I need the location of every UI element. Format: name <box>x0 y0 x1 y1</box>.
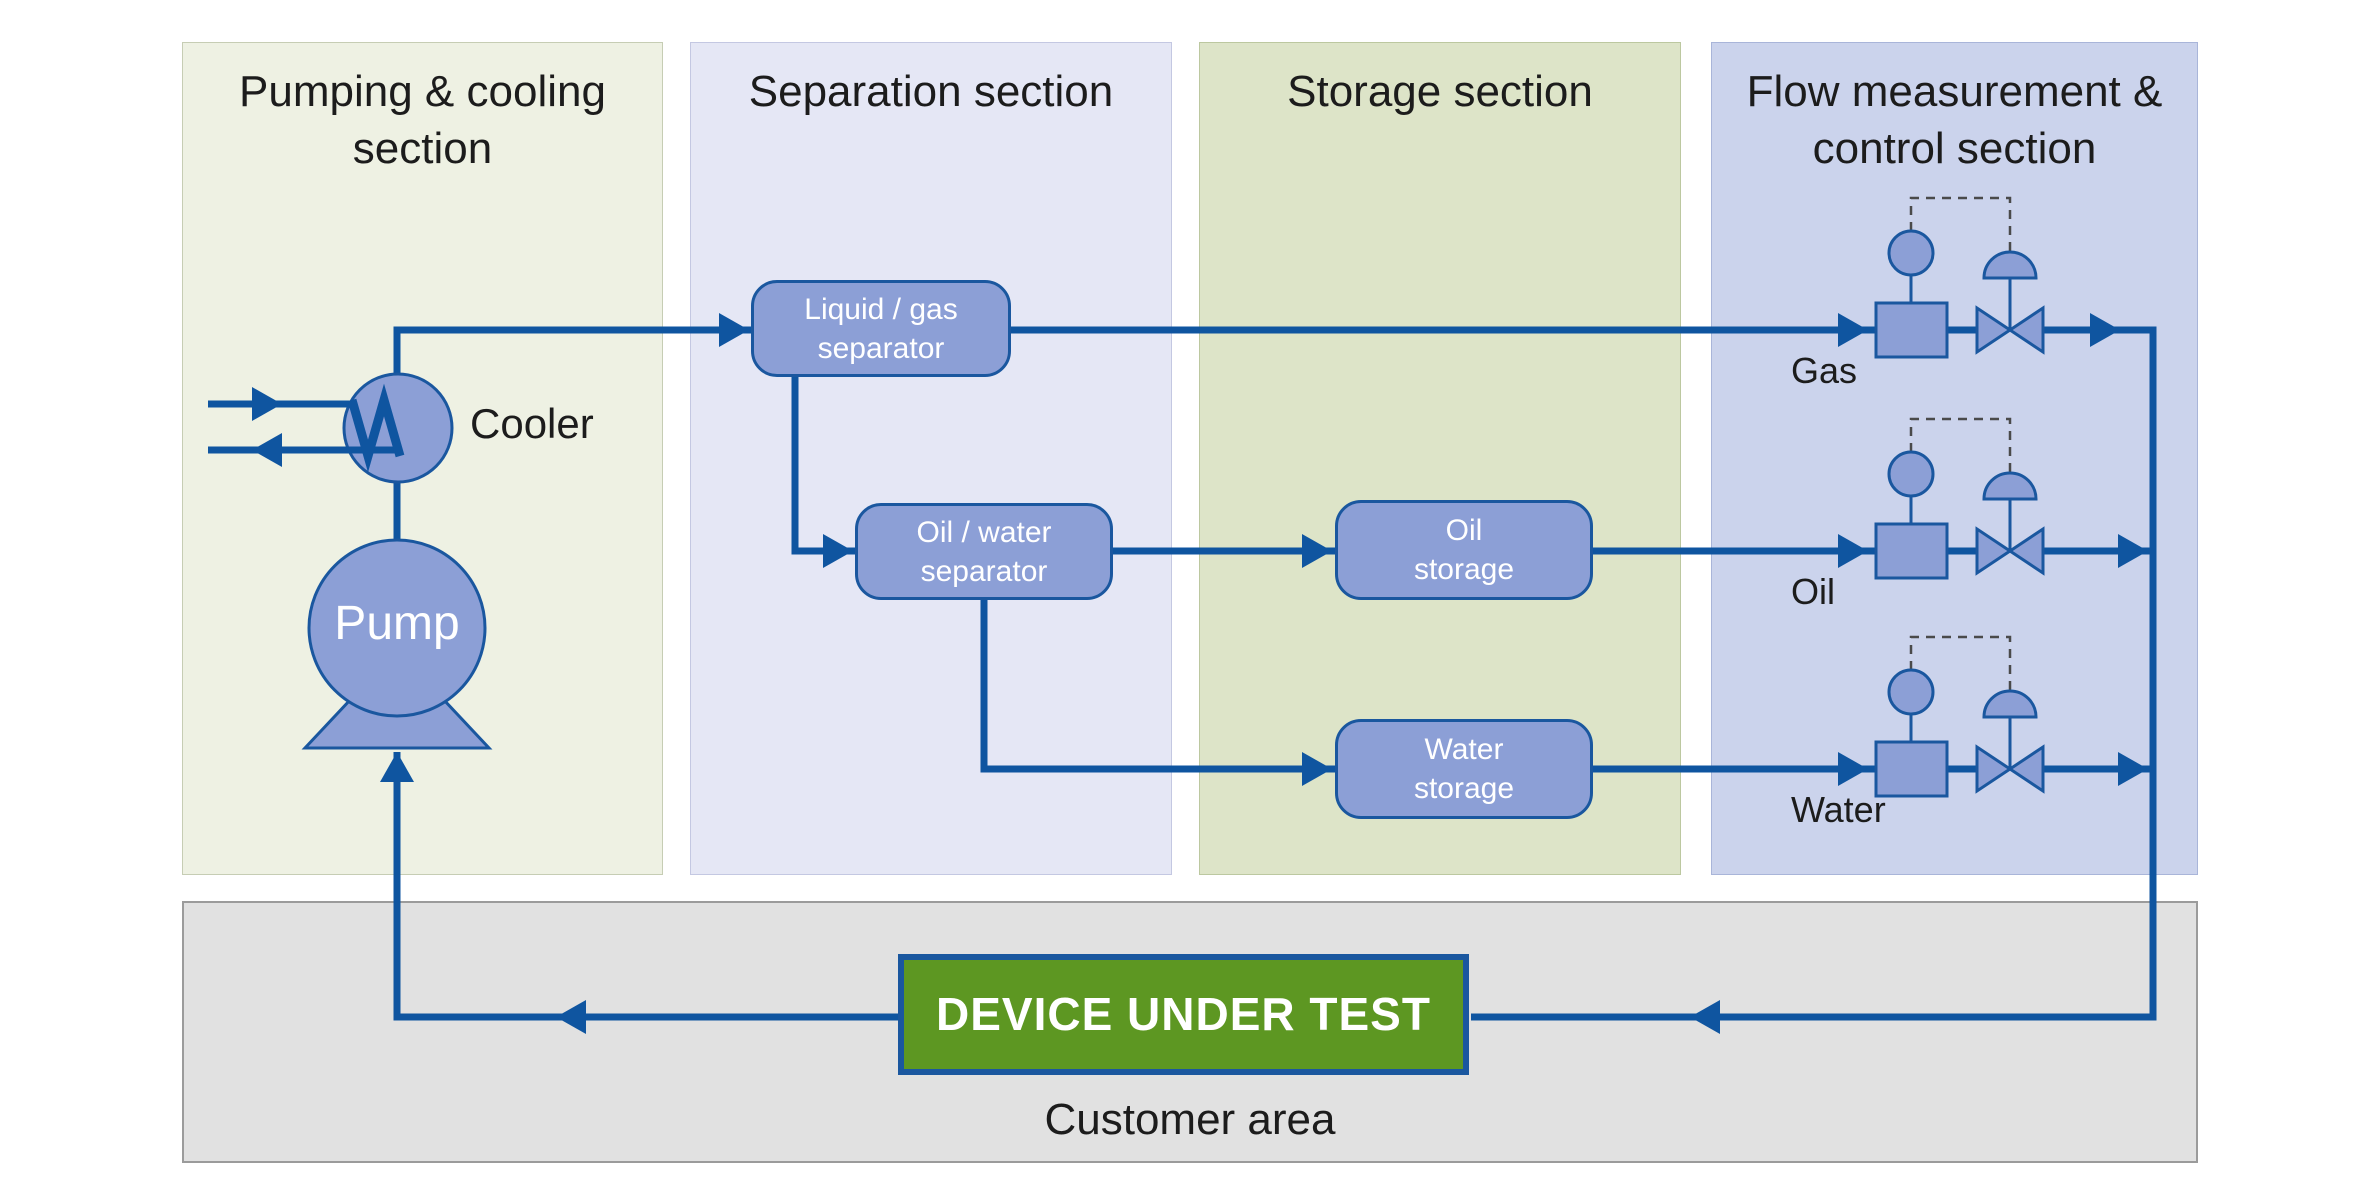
flow-arrows <box>252 313 2148 1034</box>
flow-arrow <box>2118 752 2148 786</box>
pipe-dut-return-to-pump <box>393 752 898 1021</box>
stream-label-gas: Gas <box>1791 350 1858 391</box>
flow-arrow <box>1690 1000 1720 1034</box>
cooler-coil-icon <box>347 383 405 473</box>
node-oil-storage: Oil storage <box>1335 500 1593 600</box>
section-title-pumping: Pumping & cooling section <box>183 63 662 177</box>
flow-arrow <box>252 387 282 421</box>
pump-label: Pump <box>334 597 460 650</box>
section-title-pumping-text: Pumping & cooling section <box>239 67 606 174</box>
node-label: DEVICE UNDER TEST <box>936 987 1431 1040</box>
node-device-under-test: DEVICE UNDER TEST <box>898 954 1469 1075</box>
stream-label-water: Water <box>1791 789 1886 830</box>
process-pipes <box>393 326 2157 1021</box>
pump-body <box>307 538 487 718</box>
flow-arrow <box>1838 752 1868 786</box>
flow-arrow <box>556 1000 586 1034</box>
pipe-sep1-to-sep2 <box>791 377 855 555</box>
pipe-pump-to-separator <box>393 326 751 640</box>
flow-arrow <box>823 534 853 568</box>
node-label: Water storage <box>1413 733 1515 805</box>
pipe-gas-to-collector <box>1471 326 2157 1021</box>
section-title-flow: Flow measurement & control section <box>1712 63 2197 177</box>
flow-arrow <box>719 313 749 347</box>
node-oil-water-separator: Oil / water separator <box>855 503 1113 600</box>
section-title-separation-text: Separation section <box>748 67 1114 116</box>
flow-arrow <box>252 433 282 467</box>
stream-label-oil: Oil <box>1791 571 1835 612</box>
section-title-storage-text: Storage section <box>1287 67 1593 116</box>
flow-arrow <box>1838 534 1868 568</box>
flow-arrow <box>1302 534 1332 568</box>
node-label: Oil storage <box>1413 514 1515 586</box>
node-liquid-gas-separator: Liquid / gas separator <box>751 280 1011 377</box>
flow-arrow <box>2118 534 2148 568</box>
pipe-sep2-to-water-storage <box>980 600 1335 773</box>
section-flow-measurement: Flow measurement & control section <box>1711 42 2198 875</box>
section-title-separation: Separation section <box>691 63 1171 120</box>
section-separation: Separation section <box>690 42 1172 875</box>
pump-icon <box>301 538 493 750</box>
cooler-icon <box>208 372 454 484</box>
flow-arrow <box>1302 752 1332 786</box>
node-label: Oil / water separator <box>916 515 1052 588</box>
customer-area-label: Customer area <box>1044 1095 1336 1144</box>
section-title-storage: Storage section <box>1200 63 1680 120</box>
cooler-label: Cooler <box>470 400 594 447</box>
section-title-flow-text: Flow measurement & control section <box>1746 67 2163 174</box>
flow-arrow <box>1838 313 1868 347</box>
flow-arrow <box>2090 313 2120 347</box>
node-water-storage: Water storage <box>1335 719 1593 819</box>
node-label: Liquid / gas separator <box>804 292 958 365</box>
flow-arrow <box>380 752 414 782</box>
